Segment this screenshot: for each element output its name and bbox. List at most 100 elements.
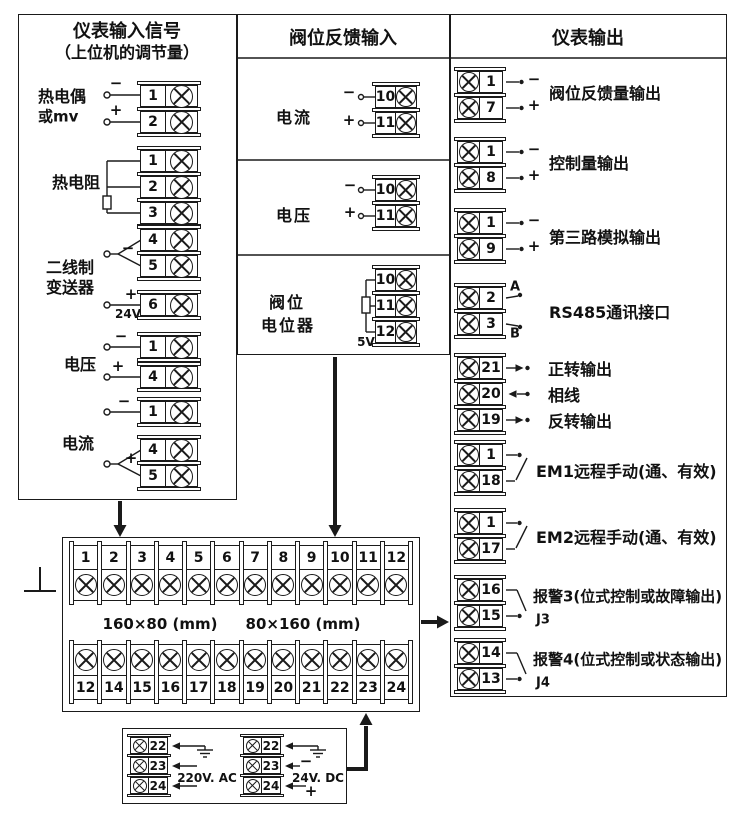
terminal-column: 16 [158,644,182,700]
screw-icon [159,649,182,671]
screw-cell [74,645,97,675]
terminal-number: 1 [479,445,502,465]
terminal-group-transmitter-6: 6 [137,290,201,320]
terminal-cap [137,172,201,176]
screw-icon [396,296,416,316]
label-24v: 24V [115,307,141,321]
screw-icon [170,228,193,252]
screw-icon [102,574,125,596]
terminal-cap [372,108,420,112]
screw-cell [166,254,197,278]
terminal: 22 [243,737,281,754]
screw-cell [215,645,238,675]
divider-post [125,640,131,704]
screw-cell [396,296,416,316]
terminal-cap [454,664,506,668]
screw-icon [244,574,267,596]
screw-cell [458,643,479,663]
terminal-cap [454,560,506,564]
screw-cell [458,72,479,92]
screw-icon [458,239,479,259]
terminal-group-rtd: 1 2 3 [137,146,201,228]
terminal-number: 20 [271,675,295,699]
screw-cell [458,213,479,233]
screw-icon [458,384,479,404]
terminal-number: 12 [384,546,408,570]
screw-cell [166,175,197,199]
terminal-cap [127,774,171,777]
terminal-number: 2 [479,288,502,308]
screw-icon [328,574,351,596]
screw-icon [132,778,147,793]
right-panel-title: 仪表输出 [552,28,624,49]
minus-sign: − [527,211,541,229]
screw-icon [131,574,154,596]
terminal: 14 [457,642,503,664]
terminal-number: 9 [479,239,502,259]
label-third-analog-output: 第三路模拟输出 [549,228,662,247]
terminal-cap [137,362,201,366]
screw-cell [244,645,267,675]
terminal: 15 [457,605,503,627]
terminal: 20 [457,383,503,405]
terminal-number: 3 [141,203,166,223]
screw-icon [458,168,479,188]
terminal-cap [454,234,506,238]
terminal: 21 [457,357,503,379]
divider-post [69,640,74,704]
label-rs485: RS485通讯接口 [549,303,671,322]
label-potentiometer-line2: 电位器 [260,316,316,335]
label-transmitter-line2: 变送器 [46,278,95,297]
terminal-number: 22 [328,675,352,699]
screw-cell [385,570,408,600]
terminal-number: 21 [300,675,324,699]
divider-post [323,640,329,704]
divider-post [69,541,74,605]
terminal: 1 [457,71,503,93]
terminal-number: 11 [356,546,380,570]
terminal-number: 22 [148,738,167,753]
divider-post [238,541,244,605]
screw-icon [74,574,97,596]
divider-post [153,640,159,704]
terminal-cap [137,277,201,281]
terminal-group-motor-outputs: 21 20 19 [454,353,506,435]
label-feedback-voltage: 电压 [275,206,313,225]
terminal-number: 20 [479,384,502,404]
terminal-cap [137,290,201,294]
terminal-cap [372,201,420,205]
terminal-cap [372,227,420,231]
screw-cell [458,445,479,465]
terminal-column: 4 [158,545,182,601]
terminal: 1 [140,400,198,424]
label-220v-ac: 220V. AC [177,771,237,785]
panel-valve-feedback-input [237,14,450,355]
terminal: 9 [457,238,503,260]
screw-cell [328,645,351,675]
minus-sign: − [299,752,313,770]
divider-post [182,541,187,605]
terminal-number: 18 [215,675,239,699]
label-voltage: 电压 [64,355,97,374]
screw-cell [458,358,479,378]
screw-cell [458,314,479,334]
terminal-group-em2: 1 17 [454,508,506,564]
terminal-cap [137,397,201,401]
screw-cell [166,438,197,462]
terminal-number: 11 [375,296,396,316]
label-or-mv: 或mv [38,107,79,126]
terminal: 24 [130,777,168,794]
terminal-group-third-analog-output: 1 9 [454,208,506,264]
screw-cell [131,645,154,675]
screw-cell [187,645,210,675]
terminal: 4 [140,365,198,389]
terminal: 1 [140,335,198,359]
terminal-number: 12 [74,675,98,699]
screw-cell [166,464,197,488]
terminal: 11 [375,205,417,227]
terminal-number: 1 [479,142,502,162]
terminal: 22 [130,737,168,754]
terminal-cap [454,283,506,287]
terminal-number: 16 [479,580,502,600]
terminal: 1 [457,512,503,534]
